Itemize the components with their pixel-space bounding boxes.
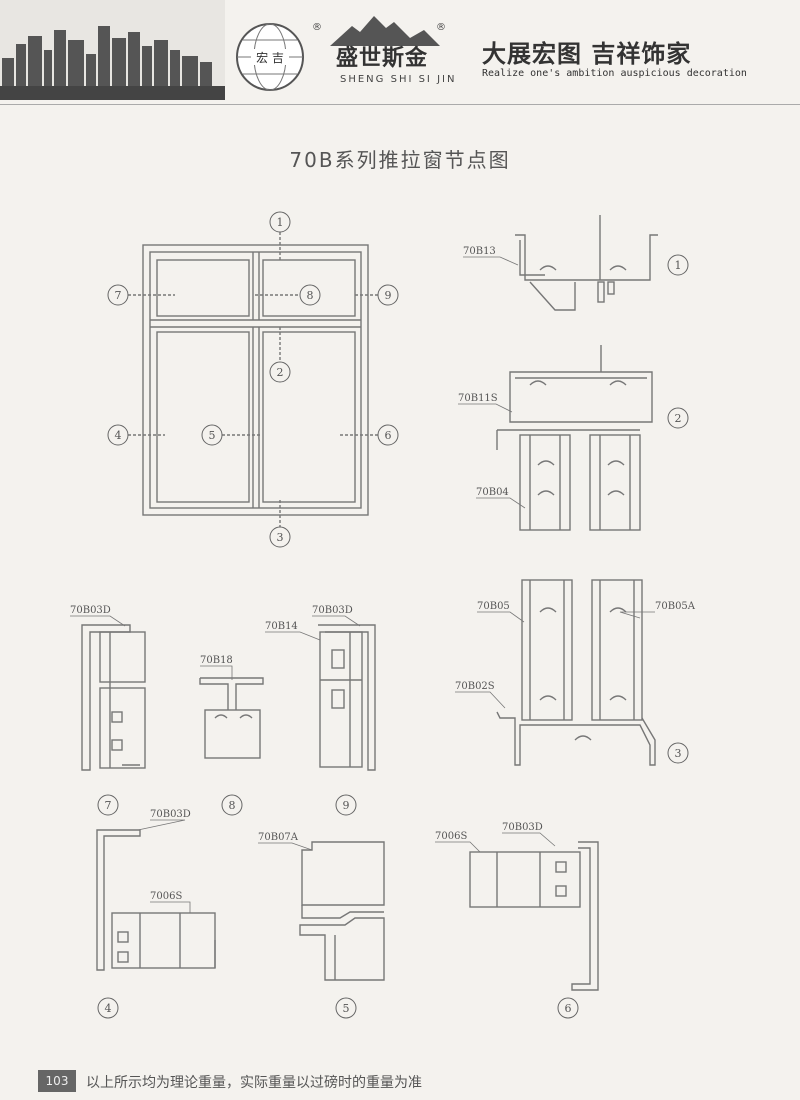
label-70B07A: 70B07A — [258, 832, 299, 843]
profile-9 — [318, 624, 376, 771]
callout-3: 3 — [277, 531, 284, 544]
callout-9: 9 — [385, 289, 392, 302]
profile-70B04 — [519, 434, 641, 531]
callout-9: 9 — [343, 799, 350, 812]
label-7006S: 7006S — [150, 891, 182, 902]
callout-2: 2 — [277, 366, 284, 379]
slogan-en: Realize one's ambition auspicious decora… — [482, 68, 747, 79]
window-elevation — [128, 232, 378, 528]
label-70B03D: 70B03D — [312, 605, 353, 616]
page-number: 103 — [38, 1070, 76, 1092]
label-70B11S: 70B11S — [458, 393, 498, 404]
mountain-logo — [330, 16, 440, 46]
label-70B05: 70B05 — [477, 601, 510, 612]
label-7006S: 7006S — [435, 831, 467, 842]
callout-5: 5 — [209, 429, 216, 442]
callout-4: 4 — [115, 429, 122, 442]
callout-6: 6 — [385, 429, 392, 442]
profile-70B05 — [521, 579, 643, 721]
page-title: 70B系列推拉窗节点图 — [289, 148, 511, 172]
footer-note: 以上所示均为理论重量，实际重量以过磅时的重量为准 — [86, 1075, 422, 1091]
label-70B03D: 70B03D — [502, 822, 543, 833]
callout-8: 8 — [307, 289, 314, 302]
callout-1: 1 — [675, 259, 682, 272]
callout-8: 8 — [229, 799, 236, 812]
callout-5: 5 — [343, 1002, 350, 1015]
callout-2: 2 — [675, 412, 682, 425]
label-70B03D: 70B03D — [70, 605, 111, 616]
logo-text: 宏 吉 — [256, 50, 284, 65]
callout-7: 7 — [105, 799, 112, 812]
callout-7: 7 — [115, 289, 122, 302]
registered-mark: ® — [436, 22, 446, 33]
brand-name-cn: 盛世斯金 — [336, 45, 429, 71]
profile-5 — [299, 841, 385, 981]
label-70B04: 70B04 — [476, 487, 509, 498]
label-70B05A: 70B05A — [655, 601, 696, 612]
profile-6 — [469, 841, 599, 991]
registered-mark: ® — [312, 22, 322, 33]
label-70B03D: 70B03D — [150, 809, 191, 820]
company-globe-logo: 宏 吉 — [236, 23, 304, 91]
profile-70B13 — [515, 215, 658, 311]
label-70B13: 70B13 — [463, 246, 496, 257]
profile-70B02S — [496, 711, 656, 766]
profile-7 — [81, 624, 146, 771]
city-skyline-image — [0, 0, 225, 100]
header: 宏 吉 ® ® 盛世斯金 SHENG SHI SI JIN 大展宏图 吉祥饰家 … — [0, 0, 800, 100]
label-70B18: 70B18 — [200, 655, 233, 666]
header-divider — [0, 104, 800, 105]
label-70B14: 70B14 — [265, 621, 298, 632]
callout-6: 6 — [565, 1002, 572, 1015]
profile-8 — [199, 677, 264, 759]
slogan-cn: 大展宏图 吉祥饰家 — [482, 40, 692, 68]
footer: 103 以上所示均为理论重量，实际重量以过磅时的重量为准 — [38, 1070, 800, 1092]
brand-name-en: SHENG SHI SI JIN — [340, 74, 457, 85]
label-70B02S: 70B02S — [455, 681, 495, 692]
profile-4 — [96, 829, 216, 971]
callout-1: 1 — [277, 216, 284, 229]
profile-70B11S — [496, 345, 653, 450]
callout-3: 3 — [675, 747, 682, 760]
callout-4: 4 — [105, 1002, 112, 1015]
